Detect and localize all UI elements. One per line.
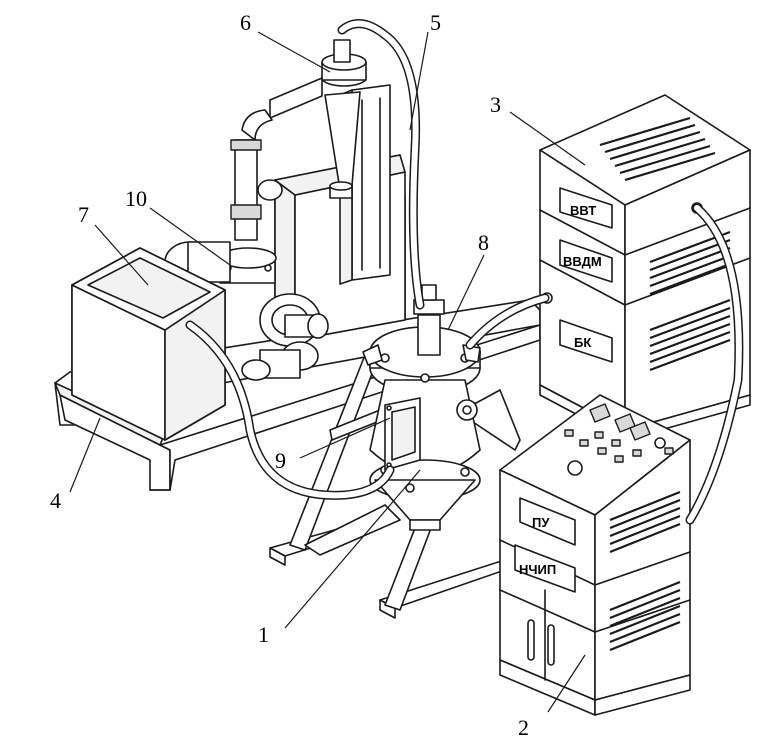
plate-pu xyxy=(519,497,576,546)
callout-2: 2 xyxy=(518,715,529,740)
callout-numbers: 1 2 3 4 5 6 7 8 9 10 xyxy=(50,10,529,740)
label-vvt: ВВТ xyxy=(570,203,596,218)
hoses xyxy=(185,19,744,525)
callout-5: 5 xyxy=(430,10,441,35)
callout-6: 6 xyxy=(240,10,251,35)
label-nchip: НЧИП xyxy=(519,562,556,577)
label-vvdm: ВВДМ xyxy=(563,254,602,269)
callout-8: 8 xyxy=(478,230,489,255)
callout-1: 1 xyxy=(258,622,269,647)
cabinet-3: ВВТ ВВДМ БК xyxy=(539,94,751,441)
callout-3: 3 xyxy=(490,92,501,117)
callout-4: 4 xyxy=(50,488,61,513)
cabinet-2: ПУ НЧИП xyxy=(499,394,691,716)
label-pu: ПУ xyxy=(532,515,550,530)
inspection-window-9 xyxy=(384,397,421,471)
plate-vvdm xyxy=(559,239,613,283)
callout-9: 9 xyxy=(275,448,286,473)
plate-nchip xyxy=(514,544,576,593)
cabinet-2-vents xyxy=(609,490,681,652)
callout-7: 7 xyxy=(78,202,89,227)
tank-7 xyxy=(71,247,226,441)
cyclone-6 xyxy=(321,39,391,285)
plate-vvt xyxy=(559,187,613,229)
cabinet-3-top-vents xyxy=(599,116,716,182)
control-panel-indicators xyxy=(564,403,674,476)
leader-lines xyxy=(69,31,586,713)
callout-10: 10 xyxy=(125,186,147,211)
pump-10 xyxy=(164,241,329,381)
label-bk: БК xyxy=(574,335,591,350)
plate-bk xyxy=(559,319,613,363)
